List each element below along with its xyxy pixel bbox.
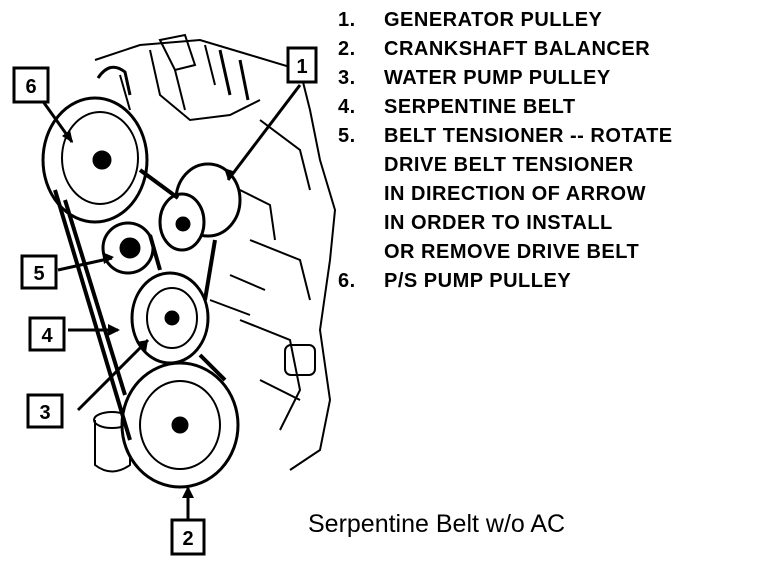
svg-text:6: 6 — [25, 76, 36, 98]
svg-text:1: 1 — [296, 56, 307, 78]
callout-2: 2 — [170, 518, 206, 556]
legend-item-5: 5. BELT TENSIONER -- ROTATE DRIVE BELT T… — [338, 122, 758, 267]
water-pump-pulley — [130, 271, 210, 365]
callout-6: 6 — [12, 66, 50, 104]
generator-pulley — [158, 162, 242, 252]
legend-item-3: 3. WATER PUMP PULLEY — [338, 64, 758, 93]
callout-4: 4 — [28, 316, 66, 352]
engine-block — [93, 33, 337, 473]
diagram-caption: Serpentine Belt w/o AC — [308, 510, 566, 538]
belt-tensioner-pulley — [101, 221, 155, 275]
legend-text: GENERATOR PULLEY — [384, 9, 603, 31]
legend-text: BELT TENSIONER -- ROTATE DRIVE BELT TENS… — [384, 125, 673, 263]
legend-text: CRANKSHAFT BALANCER — [384, 38, 651, 60]
leader-lines — [40, 84, 302, 520]
legend-number: 5. — [338, 125, 356, 147]
legend-number: 2. — [338, 38, 356, 60]
legend-item-2: 2. CRANKSHAFT BALANCER — [338, 35, 758, 64]
arrowheads — [62, 130, 236, 498]
svg-text:4: 4 — [41, 325, 53, 347]
svg-text:2: 2 — [182, 528, 193, 550]
legend-text: P/S PUMP PULLEY — [384, 270, 572, 292]
callout-3: 3 — [26, 393, 64, 429]
crankshaft-balancer — [120, 361, 240, 489]
parts-legend: 1. GENERATOR PULLEY 2. CRANKSHAFT BALANC… — [338, 6, 758, 296]
svg-text:3: 3 — [39, 402, 50, 424]
svg-text:5: 5 — [33, 263, 44, 285]
callout-1: 1 — [286, 46, 318, 84]
legend-item-4: 4. SERPENTINE BELT — [338, 93, 758, 122]
legend-item-6: 6. P/S PUMP PULLEY — [338, 267, 758, 296]
legend-number: 3. — [338, 67, 356, 89]
legend-item-1: 1. GENERATOR PULLEY — [338, 6, 758, 35]
legend-number: 1. — [338, 9, 356, 31]
legend-number: 6. — [338, 270, 356, 292]
ps-pump-pulley — [41, 96, 149, 224]
legend-number: 4. — [338, 96, 356, 118]
legend-text: WATER PUMP PULLEY — [384, 67, 611, 89]
callout-5: 5 — [20, 254, 58, 290]
serpentine-belt — [53, 168, 227, 441]
legend-text: SERPENTINE BELT — [384, 96, 576, 118]
